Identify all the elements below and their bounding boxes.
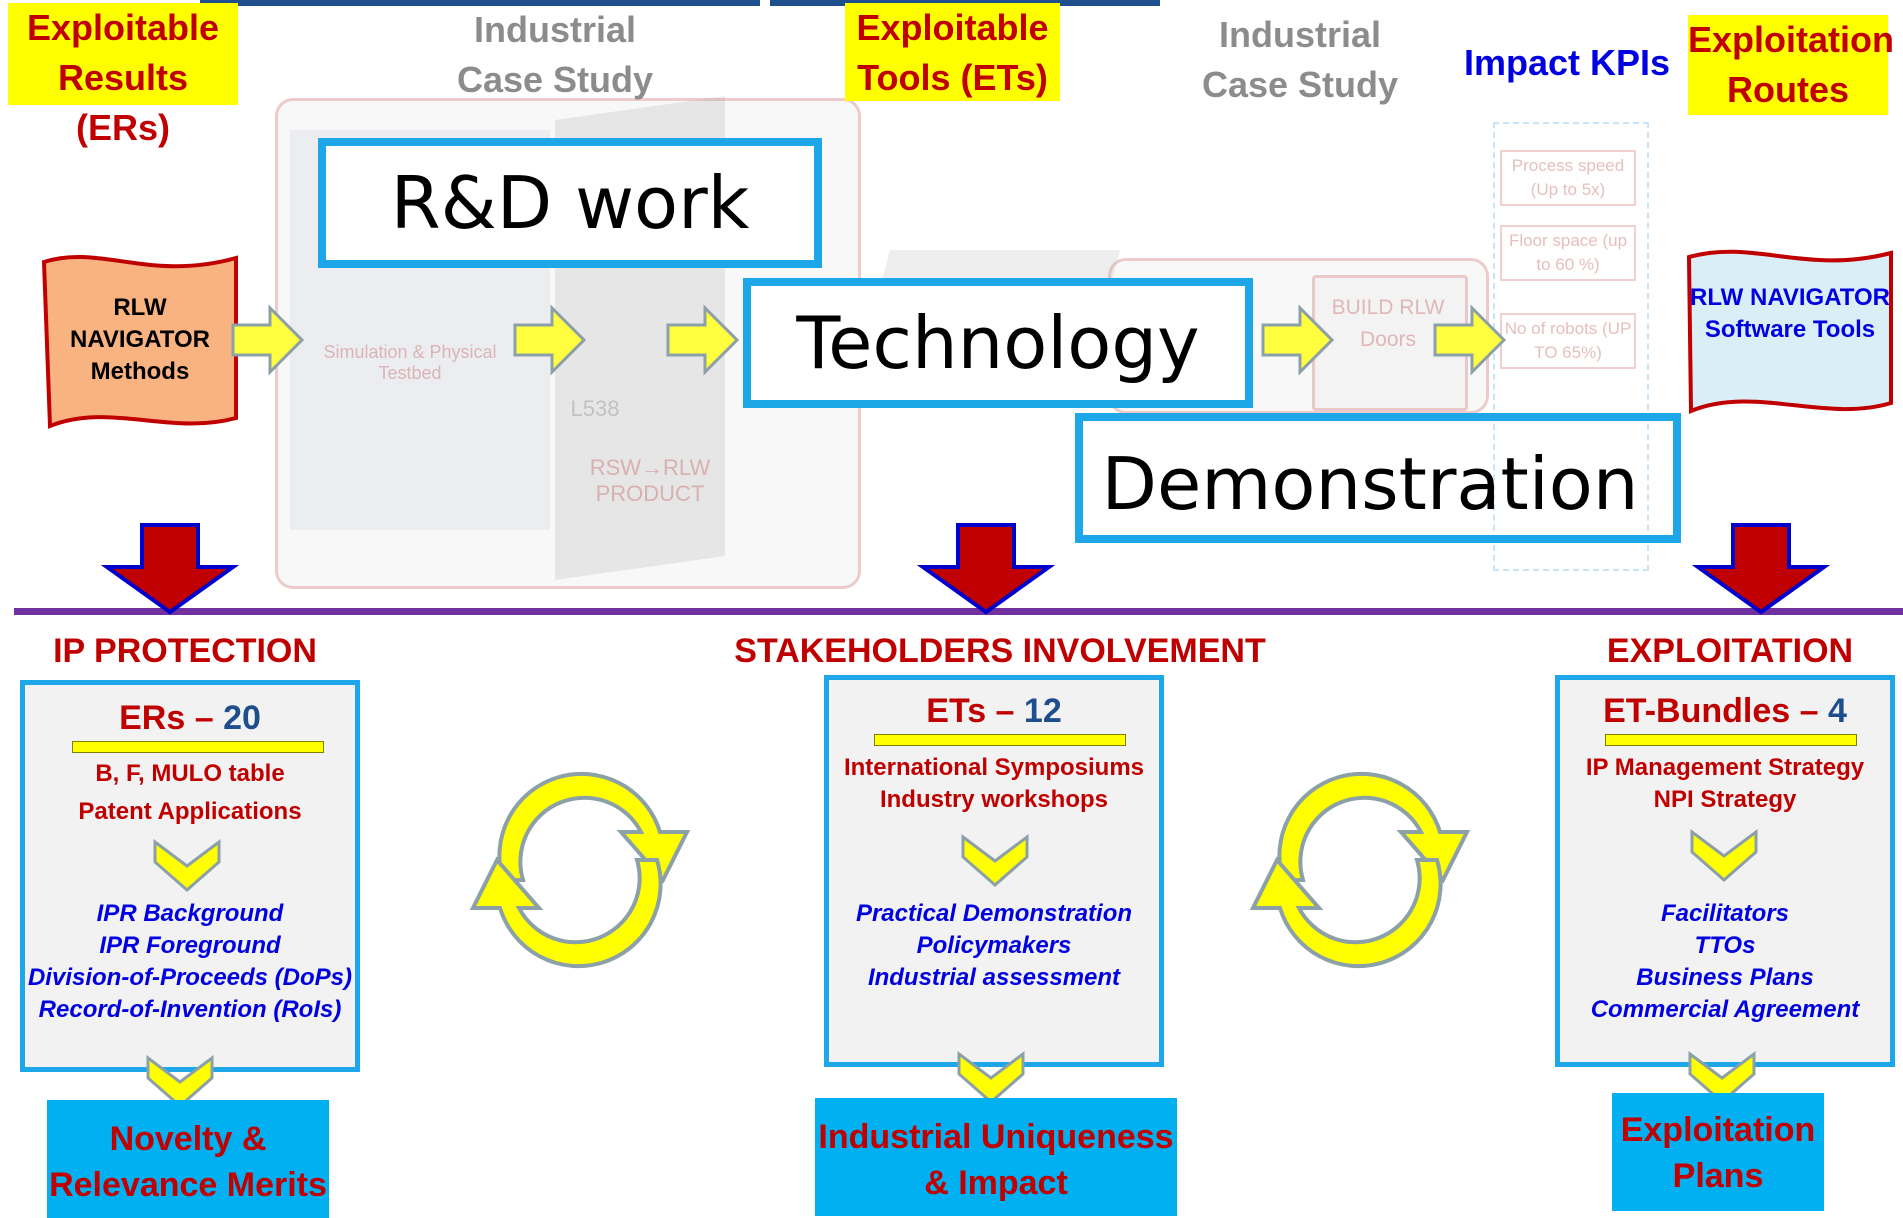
software-tools-label: RLW NAVIGATOR Software Tools: [1690, 284, 1890, 343]
panel-ip-protection: ERs – 20 B, F, MULO table Patent Applica…: [20, 680, 360, 1072]
red-item: Industry workshops: [879, 786, 1109, 813]
blue-item: Facilitators: [1660, 900, 1790, 927]
title-underline: [1605, 734, 1857, 746]
blue-item: Commercial Agreement: [1590, 996, 1860, 1023]
technology-box: Technology: [743, 278, 1253, 408]
panel-count: 20: [223, 699, 261, 737]
methods-label: RLW NAVIGATOR Methods: [69, 294, 210, 385]
blue-item: Business Plans: [1636, 964, 1814, 991]
panel-exploitation: ET-Bundles – 4 IP Management Strategy NP…: [1555, 675, 1895, 1067]
header-impact-kpis: Impact KPIs: [1463, 42, 1671, 83]
down-arrow-right: [1691, 523, 1831, 615]
methods-scroll-shape: [41, 254, 238, 429]
title-underline: [72, 741, 324, 753]
down-arrow-left: [100, 523, 240, 615]
sim-testbed-label: Simulation & Physical Testbed: [323, 342, 497, 383]
result-exploitation-plans: Exploitation Plans: [1612, 1093, 1824, 1211]
kpi-no-of-robots: No of robots (UP TO 65%): [1500, 313, 1636, 369]
rd-work-box: R&D work: [318, 138, 822, 268]
cycle-arrows-icon: [469, 771, 691, 969]
header-case-study-1: Industrial Case Study: [456, 9, 654, 100]
header-exploitable-tools: Exploitable Tools (ETs): [845, 3, 1060, 101]
header-exploitation-routes: Exploitation Routes: [1688, 15, 1894, 115]
software-tools-scroll-shape: [1686, 249, 1893, 414]
section-title-exploitation: EXPLOITATION: [1606, 632, 1854, 670]
top-bar-left: [200, 0, 760, 6]
blue-item: IPR Background: [96, 900, 284, 927]
blue-item: Record-of-Invention (RoIs): [38, 996, 342, 1023]
header-case-study-2: Industrial Case Study: [1201, 14, 1399, 105]
title-underline: [874, 734, 1126, 746]
panel-stakeholders: ETs – 12 International Symposiums Indust…: [824, 675, 1164, 1067]
panel-count: 4: [1827, 692, 1847, 730]
red-item: NPI Strategy: [1653, 786, 1797, 813]
flow-arrow-5: [1433, 304, 1507, 376]
build-rlw-doors-label: BUILD RLW Doors: [1331, 296, 1445, 351]
chevron-down-icon: [153, 839, 221, 892]
blue-item: TTOs: [1694, 932, 1756, 959]
top-bar-right: [1160, 0, 1903, 6]
panel-title: ET-Bundles – 4: [1560, 692, 1890, 731]
red-item: IP Management Strategy: [1585, 754, 1865, 781]
demonstration-label: Demonstration: [1101, 442, 1639, 526]
section-divider: [14, 608, 1903, 615]
demonstration-box: [1075, 413, 1681, 543]
chevron-down-icon: [957, 1051, 1025, 1104]
blue-item: IPR Foreground: [99, 932, 281, 959]
rsw-rlw-label: RSW→RLW PRODUCT: [589, 455, 711, 506]
blue-item: Policymakers: [916, 932, 1072, 959]
panel-label: ETs –: [926, 692, 1024, 730]
panel-title: ETs – 12: [829, 692, 1159, 731]
cycle-arrows-icon: [1249, 771, 1471, 969]
down-arrow-center: [916, 523, 1056, 615]
blue-item: Practical Demonstration: [855, 900, 1133, 927]
chevron-down-icon: [1688, 1051, 1756, 1104]
panel-label: ET-Bundles –: [1603, 692, 1828, 730]
chevron-down-icon: [961, 834, 1029, 887]
section-title-stakeholders: STAKEHOLDERS INVOLVEMENT: [734, 632, 1266, 670]
blue-item: Division-of-Proceeds (DoPs): [27, 964, 353, 991]
kpi-process-speed: Process speed (Up to 5x): [1500, 150, 1636, 206]
chevron-down-icon: [1690, 829, 1758, 882]
kpi-floor-space: Floor space (up to 60 %): [1500, 225, 1636, 281]
blue-item: Industrial assessment: [867, 964, 1121, 991]
l538-label: L538: [570, 396, 620, 421]
panel-title: ERs – 20: [25, 699, 355, 738]
flow-arrow-4: [1261, 304, 1335, 376]
panel-label: ERs –: [119, 699, 224, 737]
chevron-down-icon: [146, 1055, 214, 1108]
flow-arrow-3: [666, 304, 740, 376]
flow-arrow-1: [231, 304, 305, 376]
panel-count: 12: [1023, 692, 1062, 730]
flow-arrow-2: [513, 304, 587, 376]
section-title-ip-protection: IP PROTECTION: [53, 632, 317, 670]
result-industrial-uniqueness: Industrial Uniqueness & Impact: [815, 1098, 1177, 1216]
red-item: B, F, MULO table: [95, 760, 285, 787]
red-item: International Symposiums: [843, 754, 1145, 781]
red-item: Patent Applications: [78, 798, 302, 825]
header-exploitable-results: Exploitable Results (ERs): [8, 3, 238, 148]
result-novelty: Novelty & Relevance Merits: [47, 1100, 329, 1218]
